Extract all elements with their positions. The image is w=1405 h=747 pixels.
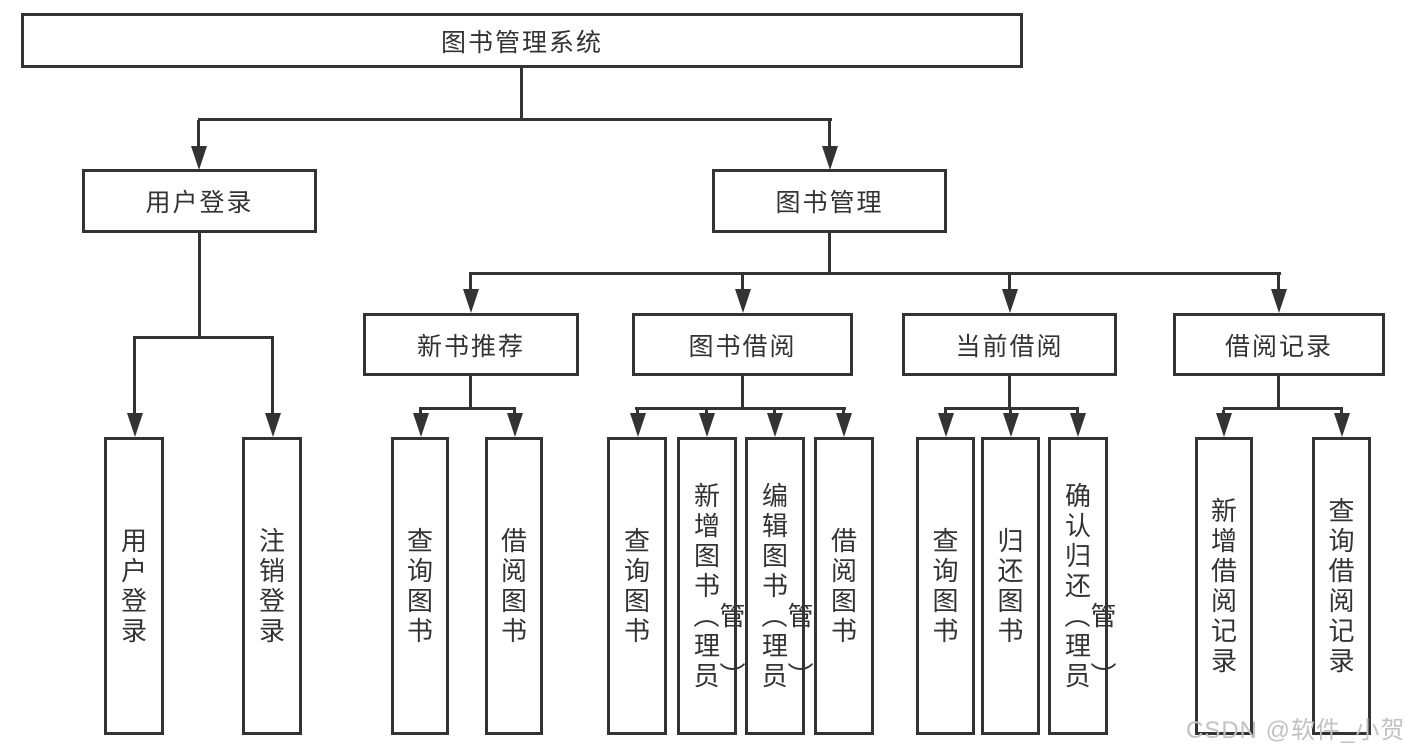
leaf-logout-label: 注销登录 <box>258 526 285 646</box>
arrow-down-to-bb-borrow <box>842 410 845 413</box>
leaf-user-login-label: 用户登录 <box>120 526 147 646</box>
leaf-br-add-record: 新增借阅记录 <box>1195 437 1253 735</box>
arrow-down-to-nbr-query <box>419 410 422 413</box>
arrow-down-to-leaf-user-login <box>133 339 136 413</box>
connector-book-borrow-hline <box>635 407 846 410</box>
leaf-cb-confirm-return-admin: 确认归还︵管理员︶ <box>1048 437 1117 735</box>
leaf-bb-query-books-label: 查询图书 <box>623 526 650 646</box>
connector-new-book-rec-vline <box>469 376 472 409</box>
connector-book-borrow-vline <box>741 376 744 409</box>
node-borrow-records-label: 借阅记录 <box>1224 332 1333 361</box>
arrow-down-to-new-book-rec <box>469 275 472 289</box>
arrow-down-to-cb-query <box>944 410 947 413</box>
leaf-cb-query-books: 查询图书 <box>916 437 975 735</box>
node-book-mgmt-label: 图书管理 <box>775 189 884 217</box>
arrow-down-to-bb-add <box>705 410 708 413</box>
arrow-down-to-current-borrow <box>1008 275 1011 289</box>
arrow-down-to-cb-confirm <box>1076 410 1079 413</box>
arrow-down-to-cb-return <box>1009 410 1012 413</box>
node-current-borrow-box: 当前借阅 <box>902 313 1117 376</box>
leaf-cb-return-books: 归还图书 <box>981 437 1040 735</box>
csdn-watermark: CSDN @软件_小贺同学 <box>1186 717 1405 744</box>
node-user-login-box: 用户登录 <box>82 169 317 233</box>
leaf-bb-borrow-books: 借阅图书 <box>814 437 874 735</box>
leaf-bb-add-book-admin-label: 新增图书︵管理员︶ <box>693 481 746 691</box>
leaf-bb-edit-book-admin: 编辑图书︵管理员︶ <box>745 437 814 735</box>
arrow-down-to-book-mgmt <box>828 120 831 146</box>
arrow-down-to-bb-query <box>636 410 639 413</box>
arrow-down-to-br-add <box>1222 410 1225 413</box>
leaf-bb-borrow-books-label: 借阅图书 <box>830 526 857 646</box>
leaf-bb-edit-book-admin-label: 编辑图书︵管理员︶ <box>761 481 814 691</box>
leaf-nbr-query-books-label: 查询图书 <box>406 526 433 646</box>
leaf-nbr-query-books: 查询图书 <box>391 437 449 735</box>
arrow-down-to-book-borrow <box>741 275 744 289</box>
node-new-book-rec-box: 新书推荐 <box>363 313 579 376</box>
node-root-label: 图书管理系统 <box>440 28 603 57</box>
connector-user-login-hline <box>133 336 274 339</box>
leaf-cb-confirm-return-admin-label: 确认归还︵管理员︶ <box>1064 481 1117 691</box>
arrow-down-to-leaf-logout <box>271 339 274 413</box>
arrow-down-to-br-query <box>1340 410 1343 413</box>
leaf-br-query-record-label: 查询借阅记录 <box>1328 496 1355 676</box>
node-root-box: 图书管理系统 <box>21 13 1023 68</box>
leaf-bb-add-book-admin: 新增图书︵管理员︶ <box>677 437 746 735</box>
leaf-user-login: 用户登录 <box>104 437 164 735</box>
connector-borrow-records-vline <box>1277 376 1280 409</box>
node-book-mgmt-box: 图书管理 <box>712 169 947 233</box>
connector-current-borrow-vline <box>1008 376 1011 409</box>
node-borrow-records-box: 借阅记录 <box>1173 313 1385 376</box>
leaf-cb-query-books-label: 查询图书 <box>932 526 959 646</box>
connector-borrow-records-hline <box>1223 407 1343 410</box>
connector-root-hline <box>198 118 832 121</box>
connector-book-mgmt-hline <box>469 272 1281 275</box>
leaf-cb-return-books-label: 归还图书 <box>997 526 1024 646</box>
leaf-nbr-borrow-books: 借阅图书 <box>485 437 543 735</box>
leaf-nbr-borrow-books-label: 借阅图书 <box>500 526 527 646</box>
leaf-bb-query-books: 查询图书 <box>607 437 667 735</box>
arrow-down-to-user-login <box>197 120 200 146</box>
connector-user-login-vline <box>198 233 201 338</box>
node-new-book-rec-label: 新书推荐 <box>416 332 525 361</box>
leaf-br-query-record: 查询借阅记录 <box>1312 437 1371 735</box>
connector-new-book-rec-hline <box>419 407 516 410</box>
node-current-borrow-label: 当前借阅 <box>955 332 1064 361</box>
node-book-borrow-label: 图书借阅 <box>688 332 797 361</box>
connector-book-mgmt-vline <box>828 233 831 274</box>
arrow-down-to-bb-edit <box>773 410 776 413</box>
leaf-br-add-record-label: 新增借阅记录 <box>1210 496 1237 676</box>
leaf-logout: 注销登录 <box>242 437 302 735</box>
arrow-down-to-borrow-records <box>1277 275 1280 289</box>
connector-root-vline <box>520 68 523 120</box>
arrow-down-to-nbr-borrow <box>513 410 516 413</box>
connector-current-borrow-hline <box>944 407 1079 410</box>
node-user-login-label: 用户登录 <box>145 189 254 217</box>
node-book-borrow-box: 图书借阅 <box>632 313 853 376</box>
